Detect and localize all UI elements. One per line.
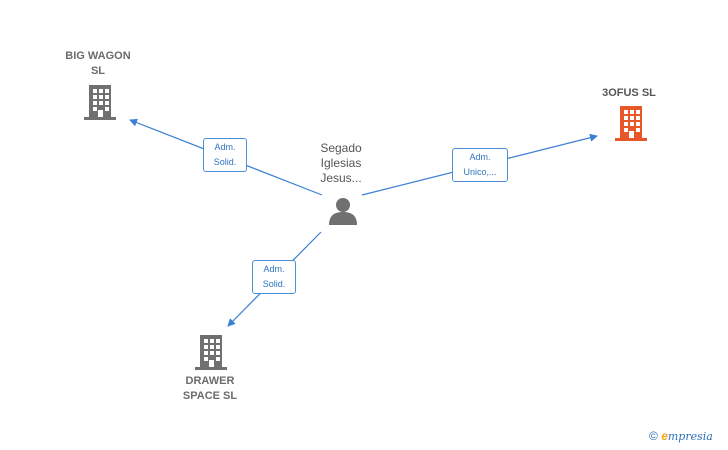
brand-logo-initial: e bbox=[661, 429, 668, 443]
edge-label-tofus[interactable]: Adm. Unico,... bbox=[452, 148, 508, 182]
footer-brand[interactable]: © empresia bbox=[649, 429, 713, 443]
building-icon[interactable] bbox=[84, 84, 116, 120]
copyright-symbol: © bbox=[649, 429, 658, 443]
node-label-drawer-space[interactable]: DRAWER SPACE SL bbox=[182, 375, 238, 402]
node-label-big-wagon[interactable]: BIG WAGON SL bbox=[65, 50, 131, 77]
node-label-person[interactable]: Segado Iglesias Jesus... bbox=[320, 141, 362, 185]
building-icon[interactable] bbox=[615, 105, 647, 141]
brand-logo-text: mpresia bbox=[667, 430, 713, 443]
edge-label-drawer-space[interactable]: Adm. Solid. bbox=[252, 260, 296, 294]
node-label-tofus[interactable]: 3OFUS SL bbox=[602, 87, 656, 99]
person-icon[interactable] bbox=[328, 197, 358, 225]
building-icon[interactable] bbox=[195, 334, 227, 370]
edge-label-big-wagon[interactable]: Adm. Solid. bbox=[203, 138, 247, 172]
